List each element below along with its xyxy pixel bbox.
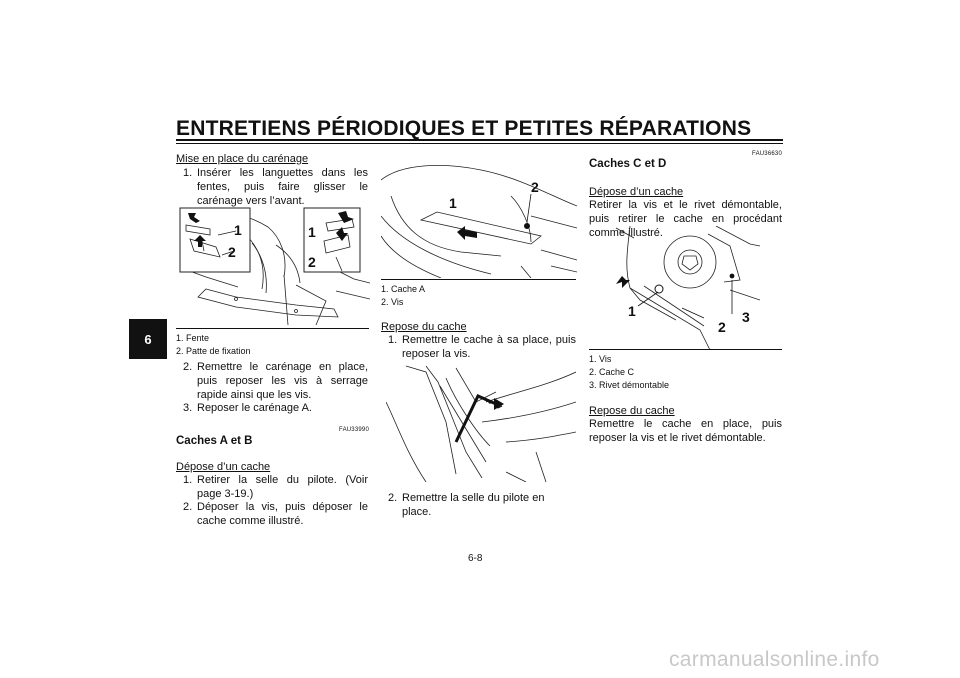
step-number: 1. [183, 474, 193, 486]
callout-2b: 2 [308, 254, 316, 270]
figure-caption: 2. Patte de fixation [176, 346, 251, 356]
figure-caption: 3. Rivet démontable [589, 380, 670, 390]
figure-repose-cache [385, 362, 577, 483]
section-heading: Caches A et B [176, 435, 253, 447]
heading-repose: Repose du cache [589, 405, 675, 417]
step-text: Reposer le carénage A. [197, 402, 312, 414]
callout-2: 2 [531, 179, 539, 195]
step-number: 1. [388, 334, 398, 346]
callout-1: 1 [234, 222, 242, 238]
figure-carenage-drawing: 1 2 1 2 [179, 207, 371, 326]
step-item: 2. Remettre le carénage en place, puis r… [183, 360, 368, 404]
step-text: Insérer les languettes dans les fentes, … [197, 167, 368, 207]
figure-repose-drawing [385, 365, 577, 483]
caption-divider [589, 349, 782, 350]
step-number: 2. [183, 361, 193, 373]
figure-caption: 2. Vis [381, 297, 404, 307]
step-text: Retirer la selle du pilote. (Voir page 3… [197, 474, 368, 500]
step-text: Remettre la selle du pilote en place. [402, 492, 545, 518]
step-text: Remettre le cache à sa place, puis repos… [402, 334, 576, 360]
section-heading: Caches C et D [589, 158, 667, 170]
caption-divider [176, 328, 369, 329]
paragraph: Retirer la vis et le rivet démontable, p… [589, 199, 782, 239]
callout-1: 1 [449, 195, 457, 211]
caption-divider [381, 279, 576, 280]
step-item: 1. Retirer la selle du pilote. (Voir pag… [183, 473, 368, 501]
page-title: ENTRETIENS PÉRIODIQUES ET PETITES RÉPARA… [176, 117, 752, 140]
figure-caption: 2. Cache C [589, 367, 635, 377]
step-item: 2. Déposer la vis, puis déposer le cache… [183, 500, 368, 528]
reference-code: FAU33990 [339, 427, 369, 433]
figure-carenage: 1 2 1 2 [176, 205, 371, 326]
title-rule [176, 139, 783, 141]
heading-depose: Dépose d’un cache [589, 186, 684, 198]
figure-cache-a: 1 2 [380, 156, 578, 279]
callout-2: 2 [228, 244, 236, 260]
callout-3: 3 [742, 309, 750, 325]
step-item: 1. Insérer les languettes dans les fente… [183, 166, 368, 210]
heading-mise-en-place: Mise en place du carénage [176, 153, 309, 165]
figure-caption: 1. Cache A [381, 284, 426, 294]
watermark: carmanualsonline.info [669, 648, 880, 671]
callout-1b: 1 [308, 224, 316, 240]
page-number: 6-8 [468, 553, 483, 564]
step-text: Remettre le carénage en place, puis repo… [197, 361, 368, 401]
title-rule-thin [176, 143, 783, 144]
step-item: 1. Remettre le cache à sa place, puis re… [388, 333, 576, 361]
figure-cache-c-drawing: 1 2 3 [615, 225, 761, 351]
callout-1: 1 [628, 303, 636, 319]
heading-depose: Dépose d’un cache [176, 461, 271, 473]
step-item: 3. Reposer le carénage A. [183, 401, 368, 415]
paragraph: Remettre le cache en place, puis reposer… [589, 418, 782, 444]
reference-code: FAU36630 [752, 151, 782, 157]
figure-cache-a-drawing: 1 2 [380, 165, 578, 279]
figure-caption: 1. Vis [589, 354, 612, 364]
step-item: 2. Remettre la selle du pilote en place. [388, 491, 576, 518]
figure-caption: 1. Fente [176, 333, 210, 343]
step-text: Déposer la vis, puis déposer le cache co… [197, 501, 368, 527]
heading-repose: Repose du cache [381, 321, 467, 333]
section-tab: 6 [129, 319, 167, 359]
callout-2: 2 [718, 319, 726, 335]
step-number: 2. [183, 501, 193, 513]
step-number: 3. [183, 402, 193, 414]
step-number: 2. [388, 492, 398, 504]
step-number: 1. [183, 167, 193, 179]
figure-cache-c: 1 2 3 [600, 225, 761, 351]
